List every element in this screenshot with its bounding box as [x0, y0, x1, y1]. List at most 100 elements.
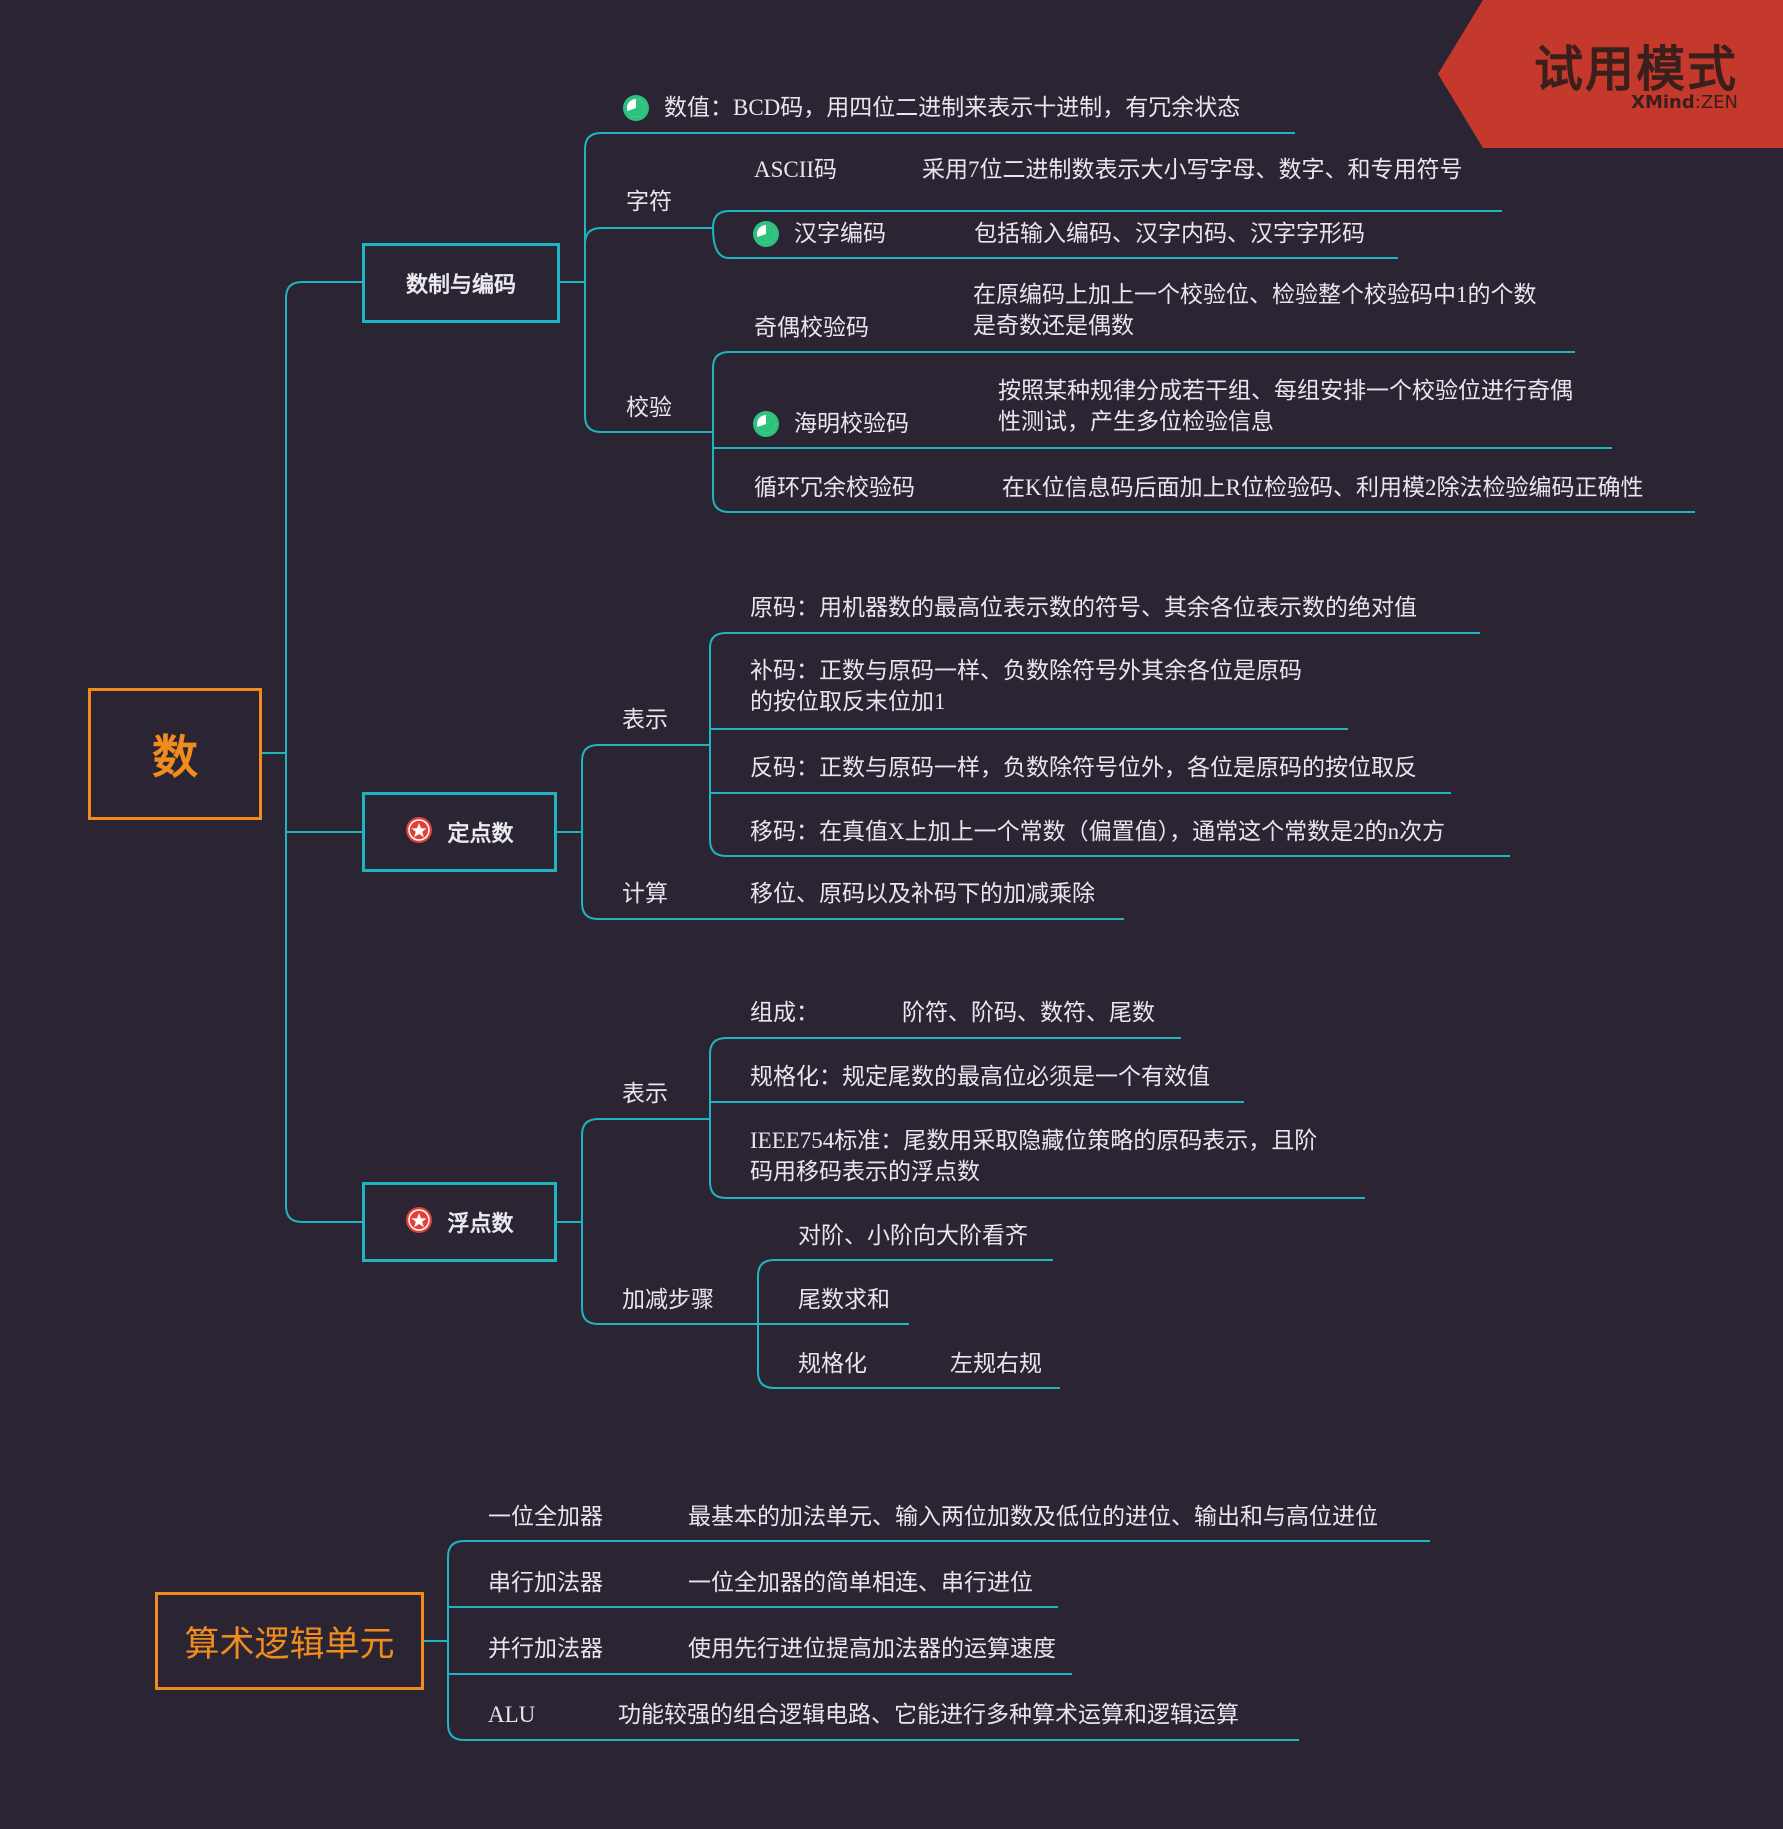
- item-twos-complement[interactable]: 补码：正数与原码一样、负数除符号外其余各位是原码 的按位取反末位加1: [750, 655, 1350, 717]
- subtopic-fixed-computation[interactable]: 计算: [622, 877, 668, 910]
- subtopic-label: 奇偶校验码: [754, 315, 869, 340]
- detail-ascii: 采用7位二进制数表示大小写字母、数字、和专用符号: [922, 153, 1463, 186]
- step-text: 规格化: [798, 1351, 867, 1376]
- item-label: 一位全加器: [488, 1504, 603, 1529]
- step-align-exponent[interactable]: 对阶、小阶向大阶看齐: [798, 1219, 1028, 1252]
- alu-item-alu[interactable]: ALU: [488, 1698, 535, 1731]
- item-label: 并行加法器: [488, 1636, 603, 1661]
- detail-composition: 阶符、阶码、数符、尾数: [902, 996, 1155, 1029]
- detail-text: 左规右规: [950, 1351, 1042, 1376]
- item-line: 的按位取反末位加1: [750, 689, 946, 714]
- subtopic-parity-check[interactable]: 奇偶校验码: [754, 311, 869, 344]
- subtopic-label: 数值：BCD码，用四位二进制来表示十进制，有冗余状态: [664, 95, 1241, 120]
- alu-detail-alu: 功能较强的组合逻辑电路、它能进行多种算术运算和逻辑运算: [618, 1698, 1239, 1731]
- detail-text: 移位、原码以及补码下的加减乘除: [750, 881, 1095, 906]
- root-topic-alu[interactable]: 算术逻辑单元: [155, 1592, 424, 1690]
- item-text: 反码：正数与原码一样，负数除符号位外，各位是原码的按位取反: [750, 755, 1417, 780]
- step-mantissa-sum[interactable]: 尾数求和: [798, 1283, 890, 1316]
- item-text: 组成：: [750, 1000, 819, 1025]
- item-ones-complement[interactable]: 反码：正数与原码一样，负数除符号位外，各位是原码的按位取反: [750, 751, 1417, 784]
- item-sign-magnitude[interactable]: 原码：用机器数的最高位表示数的符号、其余各位表示数的绝对值: [750, 591, 1417, 624]
- item-line: IEEE754标准：尾数用采取隐藏位策略的原码表示，且阶: [750, 1128, 1318, 1153]
- item-text: 规格化：规定尾数的最高位必须是一个有效值: [750, 1064, 1210, 1089]
- alu-item-parallel-adder[interactable]: 并行加法器: [488, 1632, 603, 1665]
- item-text: 移码：在真值X上加上一个常数（偏置值），通常这个常数是2的n次方: [750, 819, 1446, 844]
- detail-text: 使用先行进位提高加法器的运算速度: [688, 1636, 1056, 1661]
- subtopic-label: 计算: [622, 881, 668, 906]
- subtopic-add-sub-steps[interactable]: 加减步骤: [622, 1283, 714, 1316]
- detail-text: 一位全加器的简单相连、串行进位: [688, 1570, 1033, 1595]
- item-label: 串行加法器: [488, 1570, 603, 1595]
- alu-detail-full-adder: 最基本的加法单元、输入两位加数及低位的进位、输出和与高位进位: [688, 1500, 1378, 1533]
- subtopic-float-representation[interactable]: 表示: [622, 1077, 668, 1110]
- watermark-title: 试用模式: [1533, 41, 1738, 98]
- root-topic-label: 数: [152, 730, 198, 784]
- item-line: 码用移码表示的浮点数: [750, 1159, 980, 1184]
- step-text: 尾数求和: [798, 1287, 890, 1312]
- brand-separator: :: [1694, 92, 1701, 113]
- pie-progress-icon: [623, 94, 649, 121]
- alu-detail-parallel-adder: 使用先行进位提高加法器的运算速度: [688, 1632, 1056, 1665]
- step-normalize[interactable]: 规格化: [798, 1347, 867, 1380]
- detail-fixed-computation: 移位、原码以及补码下的加减乘除: [750, 877, 1095, 910]
- subtopic-label: 字符: [626, 189, 672, 214]
- subtopic-chinese-encoding[interactable]: 汉字编码: [752, 217, 886, 250]
- detail-normalize: 左规右规: [950, 1347, 1042, 1380]
- detail-crc: 在K位信息码后面加上R位检验码、利用模2除法检验编码正确性: [1002, 471, 1643, 504]
- topic-label: 浮点数: [447, 1212, 514, 1237]
- detail-text: 在K位信息码后面加上R位检验码、利用模2除法检验编码正确性: [1002, 475, 1644, 500]
- subtopic-fixed-representation[interactable]: 表示: [622, 703, 668, 736]
- topic-fixed-point[interactable]: 定点数: [362, 792, 557, 872]
- detail-line: 按照某种规律分成若干组、每组安排一个校验位进行奇偶: [998, 378, 1573, 403]
- item-normalization-rule[interactable]: 规格化：规定尾数的最高位必须是一个有效值: [750, 1060, 1210, 1093]
- item-label: ALU: [488, 1702, 536, 1727]
- subtopic-label: 循环冗余校验码: [754, 475, 915, 500]
- alu-item-full-adder[interactable]: 一位全加器: [488, 1500, 603, 1533]
- subtopic-label: 表示: [622, 707, 668, 732]
- detail-line: 是奇数还是偶数: [973, 313, 1134, 338]
- detail-parity-check: 在原编码上加上一个校验位、检验整个校验码中1的个数 是奇数还是偶数: [973, 279, 1573, 341]
- brand-edition: ZEN: [1700, 92, 1738, 113]
- pie-progress-icon: [753, 410, 779, 437]
- detail-text: 采用7位二进制数表示大小写字母、数字、和专用符号: [922, 157, 1463, 182]
- star-priority-icon: [406, 817, 433, 843]
- subtopic-label: ASCII码: [754, 157, 838, 182]
- item-line: 补码：正数与原码一样、负数除符号外其余各位是原码: [750, 658, 1302, 683]
- pie-progress-icon: [753, 220, 779, 247]
- alu-detail-serial-adder: 一位全加器的简单相连、串行进位: [688, 1566, 1033, 1599]
- subtopic-bcd[interactable]: 数值：BCD码，用四位二进制来表示十进制，有冗余状态: [622, 91, 1240, 124]
- item-ieee754[interactable]: IEEE754标准：尾数用采取隐藏位策略的原码表示，且阶 码用移码表示的浮点数: [750, 1125, 1370, 1187]
- alu-item-serial-adder[interactable]: 串行加法器: [488, 1566, 603, 1599]
- detail-line: 在原编码上加上一个校验位、检验整个校验码中1的个数: [973, 282, 1537, 307]
- subtopic-label: 海明校验码: [794, 411, 909, 436]
- subtopic-hamming-code[interactable]: 海明校验码: [752, 407, 909, 440]
- item-text: 原码：用机器数的最高位表示数的符号、其余各位表示数的绝对值: [750, 595, 1417, 620]
- detail-line: 性测试，产生多位检验信息: [998, 409, 1274, 434]
- topic-label: 数制与编码: [405, 273, 516, 298]
- subtopic-label: 表示: [622, 1081, 668, 1106]
- detail-text: 功能较强的组合逻辑电路、它能进行多种算术运算和逻辑运算: [618, 1702, 1239, 1727]
- subtopic-label: 加减步骤: [622, 1287, 714, 1312]
- star-priority-icon: [406, 1207, 433, 1233]
- subtopic-crc[interactable]: 循环冗余校验码: [754, 471, 915, 504]
- detail-text: 包括输入编码、汉字内码、汉字字形码: [974, 221, 1365, 246]
- subtopic-label: 校验: [626, 395, 672, 420]
- item-composition[interactable]: 组成：: [750, 996, 819, 1029]
- item-biased-code[interactable]: 移码：在真值X上加上一个常数（偏置值），通常这个常数是2的n次方: [750, 815, 1445, 848]
- detail-text: 最基本的加法单元、输入两位加数及低位的进位、输出和与高位进位: [688, 1504, 1378, 1529]
- step-text: 对阶、小阶向大阶看齐: [798, 1223, 1028, 1248]
- subtopic-ascii[interactable]: ASCII码: [754, 153, 837, 186]
- brand-name: XMind: [1631, 92, 1695, 113]
- topic-label: 定点数: [447, 822, 514, 847]
- subtopic-checking[interactable]: 校验: [626, 391, 672, 424]
- subtopic-characters[interactable]: 字符: [626, 185, 672, 218]
- root-topic[interactable]: 数: [88, 688, 262, 820]
- detail-chinese-encoding: 包括输入编码、汉字内码、汉字字形码: [974, 217, 1365, 250]
- topic-number-systems[interactable]: 数制与编码: [362, 243, 560, 323]
- topic-floating-point[interactable]: 浮点数: [362, 1182, 557, 1262]
- detail-hamming-code: 按照某种规律分成若干组、每组安排一个校验位进行奇偶 性测试，产生多位检验信息: [998, 375, 1608, 437]
- trial-mode-watermark: 试用模式 XMind:ZEN: [1438, 0, 1783, 148]
- root-topic-label: 算术逻辑单元: [184, 1624, 395, 1665]
- subtopic-label: 汉字编码: [794, 221, 886, 246]
